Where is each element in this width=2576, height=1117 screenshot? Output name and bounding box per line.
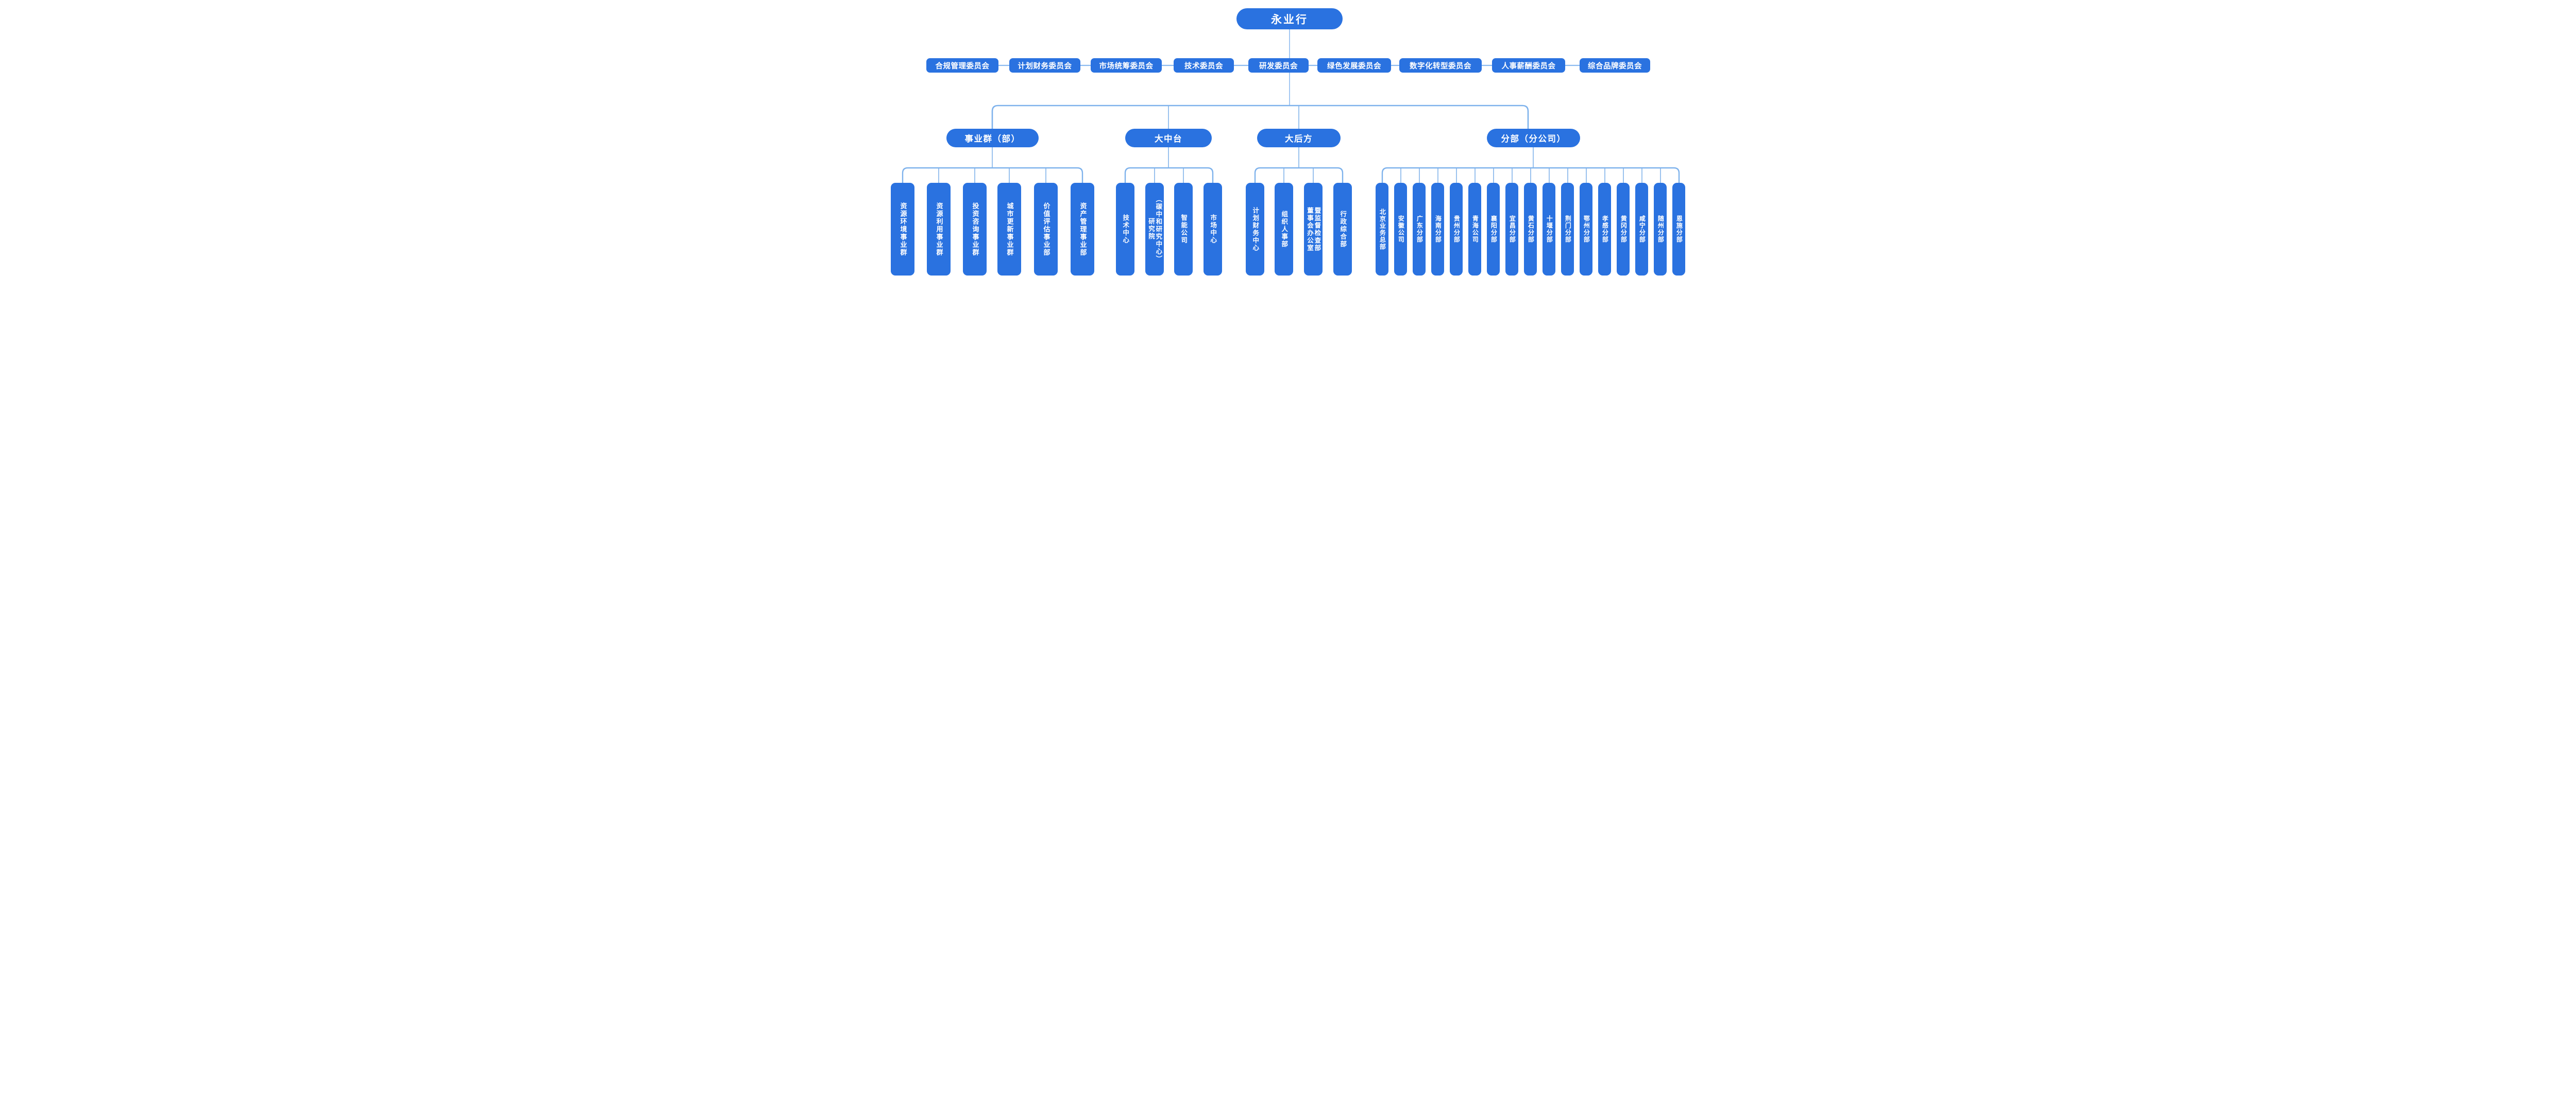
child-node-resource-utilization[interactable]: 资源利用事业群 [927,183,951,276]
root-label: 永业行 [1271,13,1308,26]
child-node-hainan[interactable]: 海南分部 [1431,183,1444,276]
child-node-enshi[interactable]: 恩施分部 [1672,183,1685,276]
child-label: 北京业务总部 [1379,208,1386,250]
connector-lines [902,29,1680,183]
child-node-asset-management[interactable]: 资产管理事业部 [1071,183,1094,276]
child-node-guizhou[interactable]: 贵州分部 [1450,183,1463,276]
committee-node-market-coordination[interactable]: 市场统筹委员会 [1091,58,1162,73]
child-node-value-appraisal[interactable]: 价值评估事业部 [1034,183,1058,276]
child-label: 恩施分部 [1675,215,1683,243]
committee-label: 计划财务委员会 [1018,62,1072,71]
child-node-huangshi[interactable]: 黄石分部 [1524,183,1537,276]
child-label: 宜昌分部 [1509,215,1516,243]
child-label: 黄石分部 [1527,215,1535,243]
child-label: 组织人事部 [1280,210,1288,248]
branch-node-business-groups[interactable]: 事业群（部） [946,129,1039,147]
child-node-admin-general-dept[interactable]: 行政综合部 [1333,183,1352,276]
child-node-xiangyang[interactable]: 襄阳分部 [1487,183,1500,276]
root-node[interactable]: 永业行 [1236,8,1343,29]
child-label: 广东分部 [1416,215,1423,243]
child-node-xianning[interactable]: 咸宁分部 [1635,183,1648,276]
org-chart: 永业行 合规管理委员会 计划财务委员会 市场统筹委员会 技术委员会 研发委员会 … [887,0,1689,279]
committee-node-digital-transformation[interactable]: 数字化转型委员会 [1399,58,1482,73]
committee-label: 研发委员会 [1259,62,1298,71]
child-label: 市场中心 [1209,214,1217,244]
branch-label: 事业群（部） [964,134,1021,144]
child-node-technology-center[interactable]: 技术中心 [1116,183,1134,276]
child-node-qinghai[interactable]: 青海公司 [1468,183,1481,276]
child-label: 研究院 （碳中和研究中心） [1147,195,1162,263]
child-label: 智能公司 [1180,214,1188,244]
committee-node-technology[interactable]: 技术委员会 [1174,58,1234,73]
child-node-intelligent-company[interactable]: 智能公司 [1174,183,1193,276]
child-node-xiaogan[interactable]: 孝感分部 [1598,183,1611,276]
child-node-org-hr-dept[interactable]: 组织人事部 [1275,183,1293,276]
child-label: 黄冈分部 [1620,215,1628,243]
child-label: 咸宁分部 [1638,215,1646,243]
branch-label: 大中台 [1155,134,1182,144]
child-node-anhui[interactable]: 安徽公司 [1394,183,1407,276]
committee-node-hr-compensation[interactable]: 人事薪酬委员会 [1492,58,1565,73]
child-label: 青海公司 [1471,215,1479,243]
child-node-jingmen[interactable]: 荆门分部 [1561,183,1574,276]
child-node-guangdong[interactable]: 广东分部 [1413,183,1426,276]
child-label: 计划财务中心 [1251,207,1259,252]
child-node-urban-renewal[interactable]: 城市更新事业群 [997,183,1021,276]
child-node-board-office-supervision[interactable]: 董事会办公室 暨监督检查部 [1304,183,1323,276]
child-label: 资源利用事业群 [935,202,943,256]
child-label: 襄阳分部 [1490,215,1498,243]
committee-label: 合规管理委员会 [935,62,990,71]
child-node-planning-finance-center[interactable]: 计划财务中心 [1246,183,1264,276]
child-label: 资产管理事业部 [1079,202,1087,256]
committee-node-green-development[interactable]: 绿色发展委员会 [1317,58,1391,73]
child-node-market-center[interactable]: 市场中心 [1204,183,1222,276]
child-node-huanggang[interactable]: 黄冈分部 [1617,183,1630,276]
child-node-shiyan[interactable]: 十堰分部 [1543,183,1555,276]
child-node-research-institute[interactable]: 研究院 （碳中和研究中心） [1145,183,1164,276]
child-node-yichang[interactable]: 宜昌分部 [1505,183,1518,276]
child-label: 城市更新事业群 [1006,202,1014,256]
child-label: 投资咨询事业群 [971,202,979,256]
committee-node-rnd[interactable]: 研发委员会 [1248,58,1309,73]
child-label: 技术中心 [1122,214,1129,244]
child-label: 随州分部 [1657,215,1665,243]
committee-label: 绿色发展委员会 [1327,62,1381,71]
committee-label: 综合品牌委员会 [1588,62,1642,71]
branch-node-back-office[interactable]: 大后方 [1257,129,1341,147]
child-node-suizhou[interactable]: 随州分部 [1654,183,1667,276]
child-node-resource-environment[interactable]: 资源环境事业群 [891,183,914,276]
child-label: 价值评估事业部 [1042,202,1050,256]
committee-node-planning-finance[interactable]: 计划财务委员会 [1009,58,1080,73]
committee-node-brand[interactable]: 综合品牌委员会 [1580,58,1650,73]
child-label: 行政综合部 [1339,210,1347,248]
branch-node-middle-platform[interactable]: 大中台 [1125,129,1212,147]
child-label: 鄂州分部 [1583,215,1590,243]
child-label: 海南分部 [1434,215,1442,243]
child-label: 安徽公司 [1397,215,1405,243]
child-label: 孝感分部 [1601,215,1609,243]
committee-node-compliance[interactable]: 合规管理委员会 [926,58,998,73]
branch-label: 分部（分公司） [1501,134,1566,144]
branch-label: 大后方 [1285,134,1313,144]
child-label: 十堰分部 [1546,215,1553,243]
child-label: 荆门分部 [1564,215,1572,243]
child-node-beijing-hq[interactable]: 北京业务总部 [1376,183,1388,276]
child-node-investment-consulting[interactable]: 投资咨询事业群 [963,183,987,276]
committee-label: 人事薪酬委员会 [1501,62,1556,71]
child-label: 资源环境事业群 [899,202,907,256]
committee-label: 数字化转型委员会 [1410,62,1471,71]
child-label: 贵州分部 [1453,215,1461,243]
committee-label: 市场统筹委员会 [1099,62,1154,71]
child-label: 董事会办公室 暨监督检查部 [1306,207,1321,252]
committee-label: 技术委员会 [1184,62,1223,71]
branch-node-branch-companies[interactable]: 分部（分公司） [1487,129,1580,147]
child-node-ezhou[interactable]: 鄂州分部 [1580,183,1592,276]
